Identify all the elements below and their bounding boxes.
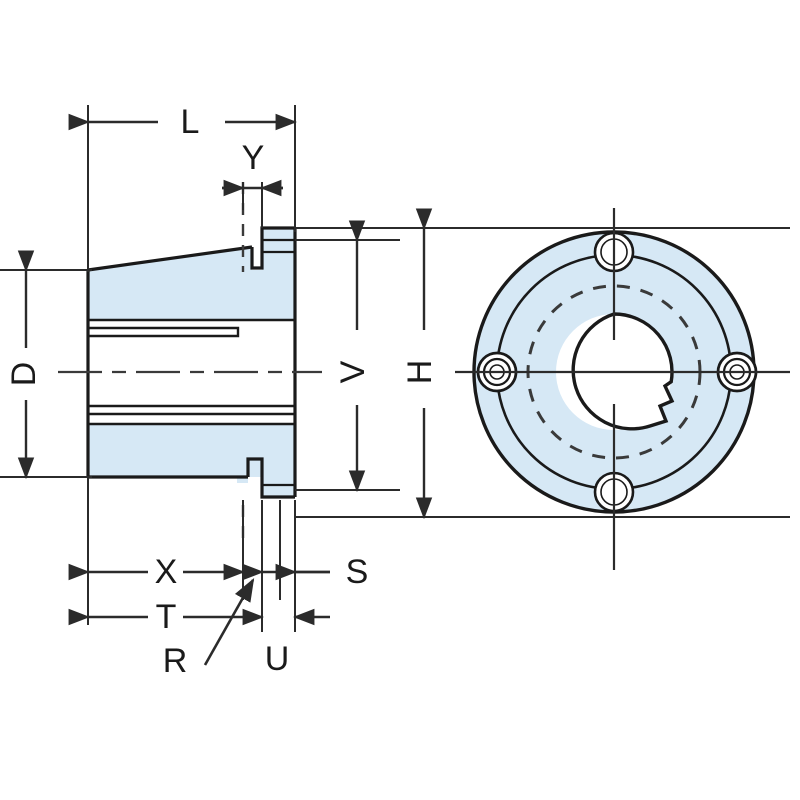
dimension-X: X [68, 553, 246, 591]
dimension-T: T [68, 598, 265, 636]
dimension-label-T: T [156, 598, 177, 636]
bottom-extension-lines [87, 477, 296, 632]
dimension-label-U: U [265, 640, 290, 678]
dimension-label-X: X [155, 553, 178, 591]
dimension-U: U [265, 608, 330, 678]
leader-line-R [203, 577, 255, 666]
dimension-label-H: H [401, 360, 439, 385]
dimension-R: R [163, 577, 255, 680]
dimension-L: L [68, 103, 298, 272]
dimension-label-R: R [163, 642, 188, 680]
projection-lines [295, 227, 790, 518]
front-face-view [455, 208, 790, 570]
side-view-saw-slot-lower [88, 404, 295, 416]
dimension-Y: Y [222, 139, 283, 228]
front-view-centerlines [455, 208, 790, 570]
side-view-saw-slot-upper [88, 326, 240, 338]
side-view-flange-lines-bottom [262, 483, 295, 499]
side-view-internal-lines [88, 318, 295, 426]
dimension-H: H [401, 208, 439, 520]
dimension-D: D [0, 250, 92, 480]
dimension-label-D: D [5, 362, 43, 387]
dimension-label-L: L [181, 103, 200, 141]
dimension-label-S: S [346, 553, 369, 591]
side-view-flange-lines-top [262, 238, 295, 254]
side-view-section-fill [88, 228, 295, 497]
dimension-S: S [242, 553, 369, 591]
dimension-label-Y: Y [242, 139, 265, 177]
dimension-label-V: V [334, 360, 372, 383]
dimension-V: V [334, 220, 372, 493]
side-section-view [58, 182, 322, 545]
